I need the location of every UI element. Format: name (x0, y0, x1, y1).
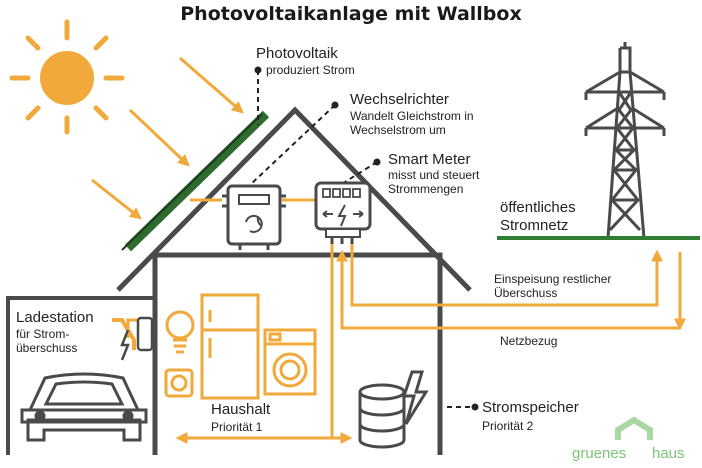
label-stromspeicher-sub: Priorität 2 (482, 419, 534, 433)
lightbulb-icon (165, 310, 195, 354)
label-haushalt-title: Haushalt (211, 401, 271, 418)
label-smart-meter-sub2: Strommengen (388, 182, 463, 196)
label-haushalt-sub: Priorität 1 (211, 420, 263, 434)
sun-icon (9, 19, 125, 135)
house-outline (116, 106, 472, 455)
label-ladestation-sub1: für Strom- (16, 327, 69, 341)
label-photovoltaik-title: Photovoltaik (256, 45, 338, 62)
label-ladestation-sub2: überschuss (16, 341, 77, 355)
label-netzbezug: Netzbezug (500, 334, 557, 348)
label-stromspeicher-title: Stromspeicher (482, 399, 579, 416)
label-photovoltaik-sub: produziert Strom (266, 63, 355, 77)
battery-icon (358, 370, 429, 449)
house-logo-icon (615, 416, 653, 440)
label-smart-meter-sub1: misst und steuert (388, 168, 480, 182)
diagram-title: Photovoltaikanlage mit Wallbox (180, 3, 521, 25)
smart-meter-icon (314, 181, 372, 244)
fridge-icon (200, 293, 260, 400)
energy-flow-lines (126, 198, 686, 444)
leader-lines (249, 70, 472, 408)
label-wechselrichter-title: Wechselrichter (350, 91, 449, 108)
wallbox-annex (6, 296, 155, 455)
label-stromnetz-line1: öffentliches (500, 199, 576, 216)
label-einspeisung-line2: Überschuss (494, 286, 557, 300)
logo-text-left: gruenes (572, 445, 626, 462)
label-einspeisung-line1: Einspeisung restlicher (494, 272, 611, 286)
solar-panel-icon (121, 110, 270, 252)
wallbox-icon (112, 316, 154, 361)
label-wechselrichter-sub2: Wechselstrom um (350, 123, 446, 137)
inverter-icon (222, 184, 286, 250)
label-ladestation-title: Ladestation (16, 309, 94, 326)
socket-icon (164, 368, 194, 398)
leader-dots (254, 66, 479, 411)
sunlight-arrows (91, 56, 244, 220)
label-wechselrichter-sub1: Wandelt Gleichstrom in (350, 109, 474, 123)
car-icon (20, 372, 148, 442)
gruenes-haus-logo: gruenes haus (572, 416, 685, 462)
pylon-icon (584, 42, 666, 239)
label-stromnetz-line2: Stromnetz (500, 217, 568, 234)
logo-text-right: haus (652, 445, 685, 462)
label-smart-meter-title: Smart Meter (388, 151, 471, 168)
washing-machine-icon (263, 328, 317, 396)
